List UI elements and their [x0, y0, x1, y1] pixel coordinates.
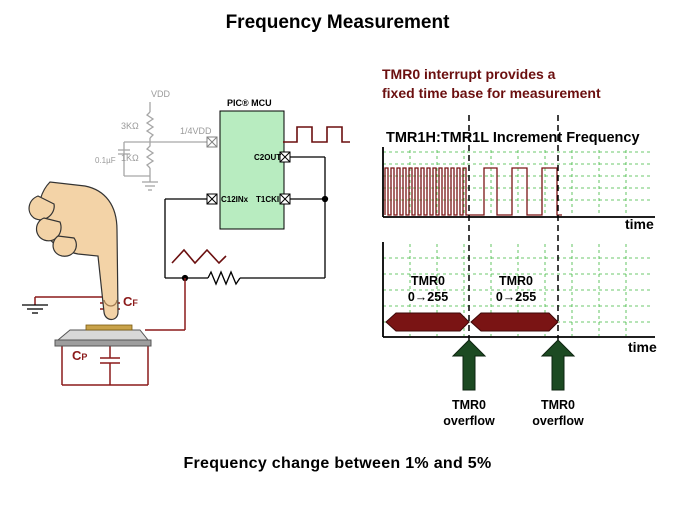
tmr0-range-2: 0→255 [495, 290, 537, 304]
feedback-wires [164, 156, 329, 286]
resistor-3k-label: 3KΩ [121, 121, 139, 131]
quarter-vdd-label: 1/4VDD [180, 126, 212, 136]
upper-grid [383, 150, 653, 216]
vdd-label: VDD [151, 89, 171, 99]
info-line-1: TMR0 interrupt provides a [382, 66, 556, 82]
info-line-2: fixed time base for measurement [382, 85, 601, 101]
sensor-pad [54, 324, 152, 347]
ground-symbol [22, 304, 48, 314]
cp-label: CP [72, 348, 88, 363]
page-title: Frequency Measurement [225, 12, 450, 33]
time-axis-label-bottom: time [628, 339, 657, 355]
chart-axes [382, 147, 655, 338]
overflow-label-2: TMR0 overflow [523, 397, 593, 429]
square-wave-icon [283, 126, 350, 143]
overflow-arrow-1 [451, 339, 487, 391]
tmr0-range-1: 0→255 [407, 290, 449, 304]
pin-c2out-label: C2OUT [254, 153, 282, 162]
chart-title: TMR1H:TMR1L Increment Frequency [386, 130, 640, 146]
tmr0-label-2: TMR0 [498, 274, 534, 288]
resistor-1k-label: 1KΩ [121, 153, 139, 163]
triangle-wave-icon [171, 248, 227, 265]
overflow-1-line-2: overflow [443, 414, 495, 428]
capacitor-label: 0.1µF [95, 156, 116, 165]
lower-grid [383, 244, 653, 336]
tmr0-period-label-2: TMR0 0→255 [482, 273, 550, 305]
reference-divider [118, 102, 215, 191]
tmr0-period-label-1: TMR0 0→255 [396, 273, 460, 305]
frequency-pulse-train [384, 167, 562, 216]
tmr0-label-1: TMR0 [410, 274, 446, 288]
overflow-arrow-2 [540, 339, 576, 391]
finger-icon [28, 181, 119, 321]
tmr0-period-bars [385, 312, 559, 332]
overflow-label-1: TMR0 overflow [434, 397, 504, 429]
period-markers [468, 115, 559, 340]
overflow-2-line-1: TMR0 [540, 398, 576, 412]
cf-label: CF [123, 294, 138, 309]
mcu-chip [206, 110, 291, 230]
time-axis-label-top: time [625, 216, 654, 232]
footer-caption: Frequency change between 1% and 5% [183, 455, 492, 472]
mcu-label: PIC® MCU [227, 98, 272, 108]
pin-t1cki-label: T1CKI [256, 195, 280, 204]
pin-c12inx-label: C12INx [221, 195, 249, 204]
overflow-2-line-2: overflow [532, 414, 584, 428]
overflow-1-line-1: TMR0 [451, 398, 487, 412]
